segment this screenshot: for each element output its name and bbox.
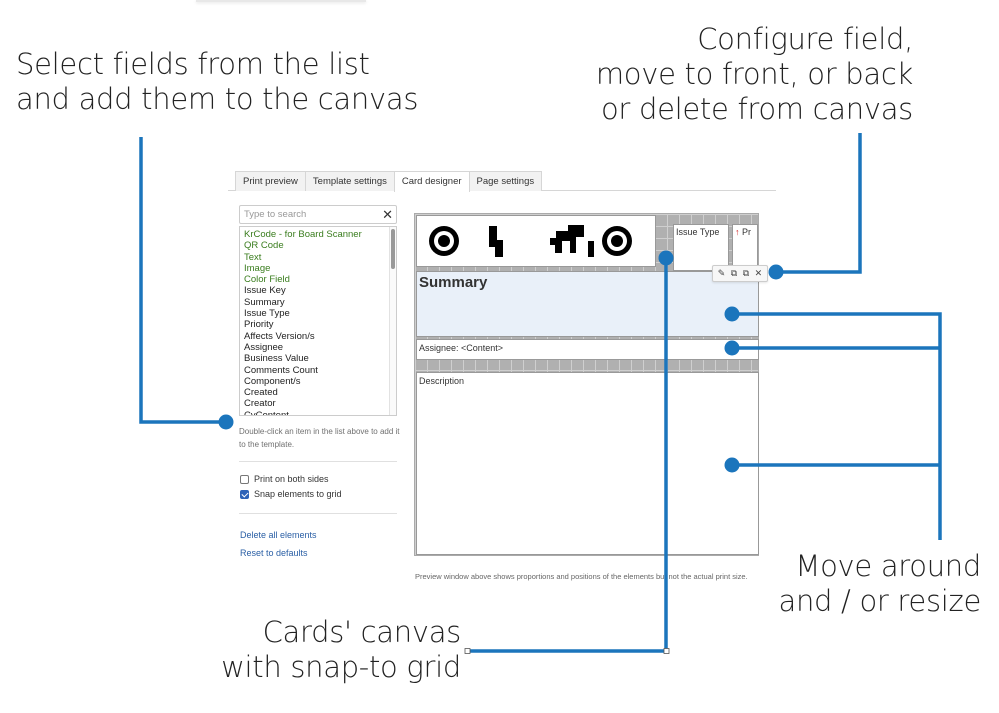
description-element[interactable]: Description bbox=[416, 372, 759, 555]
preview-note: Preview window above shows proportions a… bbox=[415, 572, 748, 581]
krcode-barcode-icon bbox=[429, 225, 632, 257]
callout-configure-field: Configure field, move to front, or back … bbox=[596, 22, 913, 127]
connector-dot bbox=[218, 414, 234, 430]
callout-line: with snap-to grid bbox=[221, 650, 461, 684]
divider bbox=[239, 461, 397, 462]
print-both-sides-option[interactable]: Print on both sides bbox=[240, 474, 329, 484]
field-list-item[interactable]: Text bbox=[244, 251, 262, 263]
reset-to-defaults-link[interactable]: Reset to defaults bbox=[240, 548, 308, 558]
field-list-item[interactable]: Summary bbox=[244, 296, 285, 308]
callout-line: Configure field, bbox=[697, 22, 913, 56]
callout-line: Select fields from the list bbox=[16, 47, 370, 81]
arrow-up-icon: ↑ bbox=[735, 227, 740, 237]
snap-to-grid-option[interactable]: Snap elements to grid bbox=[240, 489, 342, 499]
field-list-item[interactable]: KrCode - for Board Scanner bbox=[244, 229, 362, 240]
field-list-item[interactable]: Created bbox=[244, 387, 278, 399]
top-edge-shadow bbox=[196, 0, 366, 2]
field-list-item[interactable]: Business Value bbox=[244, 353, 309, 365]
field-list-item[interactable]: Assignee bbox=[244, 341, 284, 353]
element-toolbar: ✎ ⧉ ⧉ ✕ bbox=[712, 265, 768, 282]
hint-text: Double-click an item in the list above t… bbox=[239, 427, 400, 449]
close-icon[interactable]: ✕ bbox=[754, 268, 763, 278]
snap-to-grid-checkbox[interactable] bbox=[240, 489, 249, 499]
field-list-item[interactable]: Issue Type bbox=[244, 308, 290, 320]
issue-type-element[interactable]: Issue Type bbox=[673, 224, 729, 271]
print-both-sides-checkbox[interactable] bbox=[240, 474, 249, 484]
print-both-sides-label: Print on both sides bbox=[254, 474, 329, 484]
send-to-back-icon[interactable]: ⧉ bbox=[742, 268, 750, 278]
priority-label: Pr bbox=[742, 227, 752, 237]
connector-dot bbox=[768, 264, 784, 280]
field-list-item[interactable]: QR Code bbox=[244, 240, 284, 252]
field-list-item[interactable]: Component/s bbox=[244, 375, 301, 387]
priority-element[interactable]: ↑ Pr bbox=[732, 224, 758, 271]
tab-bar: Print preview Template settings Card des… bbox=[235, 171, 543, 192]
summary-element[interactable]: Summary bbox=[416, 271, 759, 337]
close-icon[interactable]: ✕ bbox=[382, 207, 393, 222]
summary-label: Summary bbox=[419, 274, 488, 291]
card-canvas[interactable]: Issue Type ↑ Pr Summary Assignee: <Conte… bbox=[414, 213, 759, 556]
connector-move-resize bbox=[732, 312, 942, 540]
assignee-element[interactable]: Assignee: <Content> bbox=[416, 339, 759, 360]
callout-line: Move around bbox=[795, 549, 981, 583]
snap-to-grid-label: Snap elements to grid bbox=[254, 489, 342, 499]
callout-line: or delete from canvas bbox=[600, 92, 913, 126]
search-input[interactable] bbox=[240, 209, 375, 220]
callout-line: and add them to the canvas bbox=[16, 82, 419, 116]
callout-select-fields: Select fields from the list and add them… bbox=[16, 47, 418, 117]
callout-line: and / or resize bbox=[778, 584, 981, 618]
connector-endpoint bbox=[464, 648, 471, 654]
callout-line: Cards' canvas bbox=[262, 615, 462, 649]
field-list-item[interactable]: CvContent bbox=[244, 409, 289, 416]
tab-card-designer[interactable]: Card designer bbox=[393, 171, 470, 192]
callout-line: move to front, or back bbox=[595, 57, 913, 91]
field-list-item[interactable]: Affects Version/s bbox=[244, 330, 315, 342]
field-list-item[interactable]: Color Field bbox=[244, 274, 290, 286]
callout-cards-canvas: Cards' canvas with snap-to grid bbox=[221, 615, 461, 685]
callout-move-resize: Move around and / or resize bbox=[778, 549, 981, 619]
krcode-element[interactable] bbox=[416, 215, 656, 267]
bring-to-front-icon[interactable]: ⧉ bbox=[730, 268, 738, 278]
field-list-item[interactable]: Priority bbox=[244, 319, 274, 331]
tab-page-settings[interactable]: Page settings bbox=[468, 171, 543, 191]
search-field: ✕ bbox=[239, 205, 397, 224]
tab-print-preview[interactable]: Print preview bbox=[235, 171, 306, 191]
connector-endpoint bbox=[663, 648, 670, 654]
connector-configure-field bbox=[776, 133, 862, 274]
field-list-item[interactable]: Issue Key bbox=[244, 285, 286, 297]
tab-template-settings[interactable]: Template settings bbox=[304, 171, 395, 191]
pencil-icon[interactable]: ✎ bbox=[717, 268, 726, 278]
field-list-item[interactable]: Comments Count bbox=[244, 364, 318, 376]
connector-select-fields bbox=[139, 137, 226, 424]
delete-all-elements-link[interactable]: Delete all elements bbox=[240, 530, 317, 540]
field-list-item[interactable]: Image bbox=[244, 262, 271, 274]
field-list-item[interactable]: Creator bbox=[244, 398, 276, 410]
divider bbox=[239, 513, 397, 514]
scrollbar-thumb[interactable] bbox=[391, 229, 395, 269]
list-scrollbar[interactable] bbox=[389, 227, 396, 415]
